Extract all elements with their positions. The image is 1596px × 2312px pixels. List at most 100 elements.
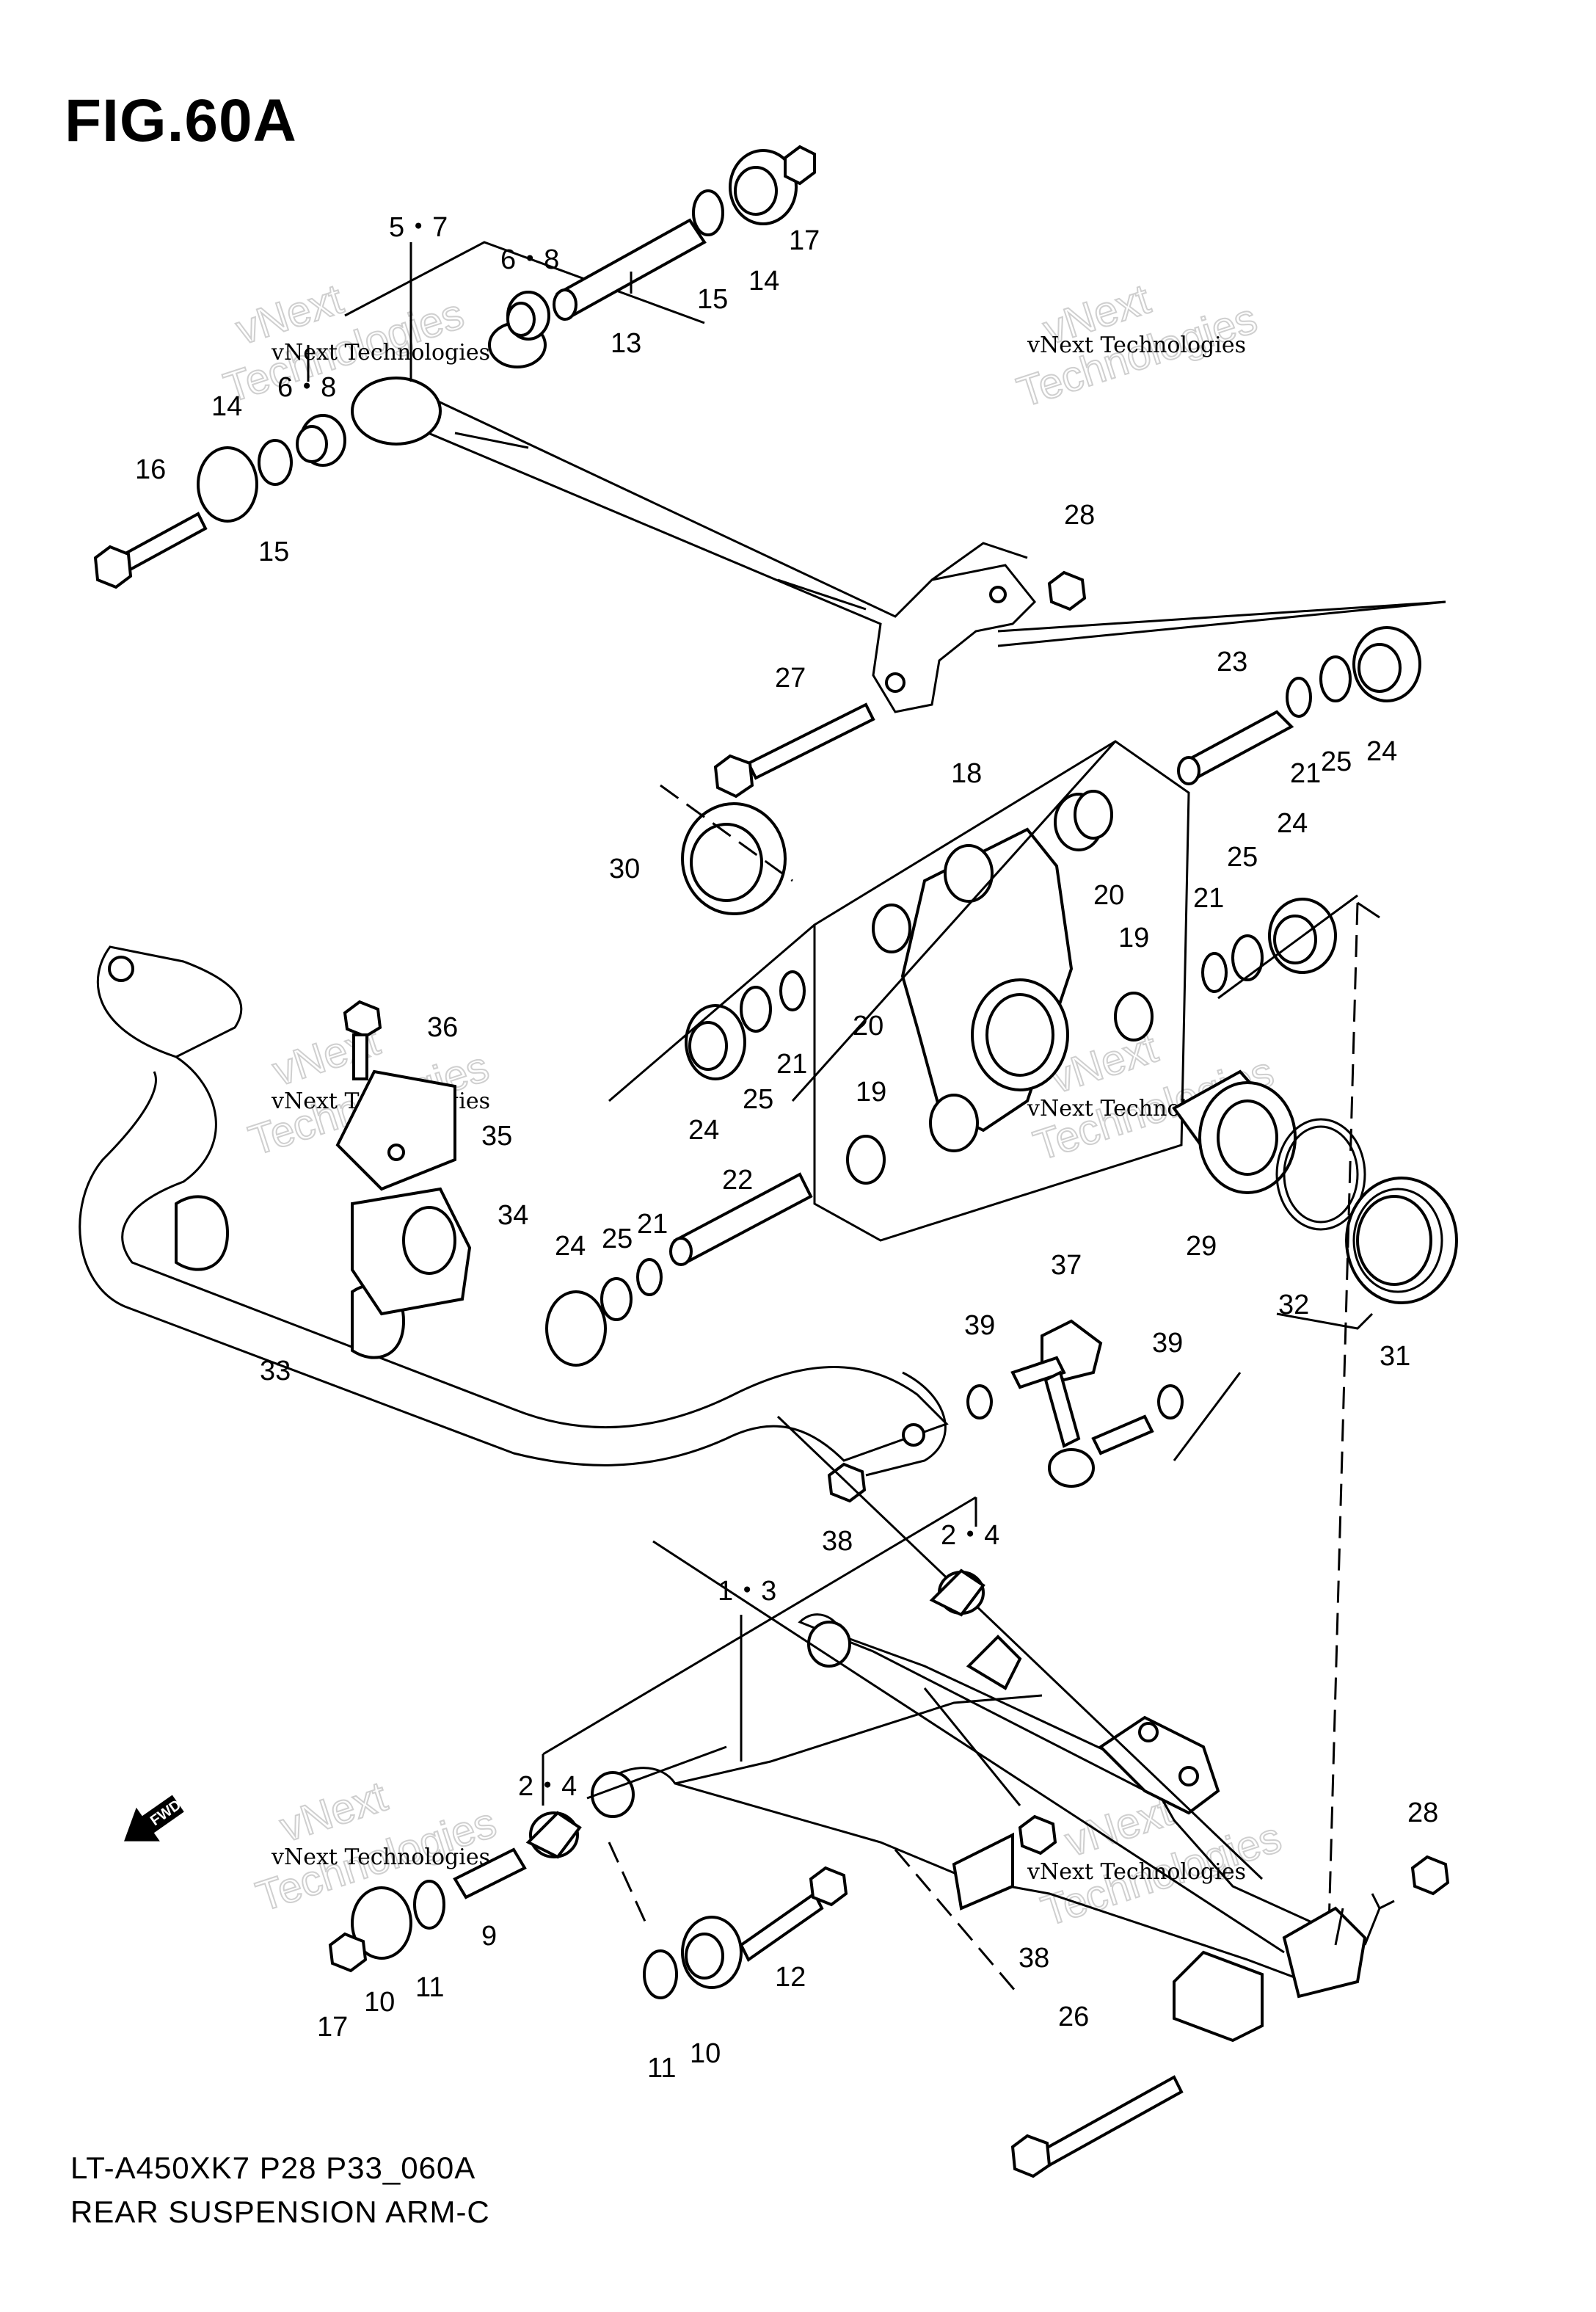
callout-label: 28	[1407, 1797, 1438, 1828]
callout-label: 2・4	[518, 1771, 577, 1802]
callout-label: 9	[481, 1921, 497, 1952]
lower-arm-part	[591, 1613, 1367, 2043]
callout-label: 34	[498, 1200, 528, 1231]
callout-label: 21	[637, 1209, 668, 1240]
callout-label: 15	[697, 284, 728, 315]
oil-seal-30	[681, 802, 787, 915]
callout-label: 29	[1186, 1231, 1217, 1262]
fwd-arrow-icon: FWD	[124, 1795, 184, 1842]
callout-label: 30	[609, 854, 640, 884]
callout-label: 35	[481, 1121, 512, 1152]
watermark-text: vNext Technologies	[271, 340, 490, 366]
bolt-12	[739, 1866, 848, 1962]
callout-label: 38	[822, 1526, 853, 1557]
bolt-27	[713, 702, 875, 799]
nut-28-upper	[1047, 570, 1087, 611]
callout-label: 31	[1380, 1341, 1410, 1372]
callout-label: 39	[1152, 1328, 1183, 1359]
bracket-35	[335, 1069, 456, 1191]
callout-label: 33	[260, 1356, 291, 1386]
callout-label: 21	[1193, 883, 1224, 914]
callout-label: 6・8	[500, 244, 559, 275]
callout-label: 39	[964, 1310, 995, 1341]
callout-label: 1・3	[718, 1576, 776, 1607]
washer-25-lower-left	[600, 1277, 633, 1321]
bearing-29	[1172, 1069, 1297, 1194]
callout-label: 24	[688, 1115, 719, 1146]
callout-label: 28	[1064, 500, 1095, 531]
ring-21-mid-right	[1201, 952, 1228, 993]
callout-label: 21	[1290, 758, 1321, 789]
cap-14-lower	[197, 446, 258, 523]
callout-label: 36	[427, 1012, 458, 1043]
oil-seal-31	[1345, 1177, 1458, 1304]
callout-label: 11	[415, 1972, 444, 2003]
callout-label: 15	[258, 537, 289, 567]
washer-39-right	[1157, 1384, 1184, 1419]
nut-28-lower	[1410, 1855, 1450, 1896]
watermark-text: vNext Technologies	[271, 1844, 490, 1870]
callout-label: 17	[789, 225, 820, 256]
bolt-26	[1010, 2075, 1184, 2178]
cap-24-upper-right	[1352, 626, 1421, 702]
callout-label: 10	[690, 2038, 721, 2069]
washer-11-lower	[643, 1949, 678, 1999]
callout-label: 20	[853, 1011, 883, 1042]
callout-label: 26	[1058, 2002, 1089, 2032]
bushing-2-4-lower	[525, 1811, 582, 1859]
callout-label: 18	[951, 758, 982, 789]
circlip-32	[1275, 1118, 1366, 1231]
nut-17-upper	[784, 145, 816, 186]
callout-label: 32	[1278, 1290, 1309, 1320]
bushing-2-4-upper	[929, 1568, 985, 1617]
washer-25-mid-right	[1231, 934, 1264, 981]
callout-label: 17	[317, 2012, 348, 2043]
footer-name: REAR SUSPENSION ARM-C	[70, 2195, 490, 2229]
callout-label: 25	[1321, 746, 1352, 777]
bushing-6-8-lower	[296, 414, 346, 467]
bolt-36	[343, 1000, 382, 1080]
pipe-9	[453, 1847, 527, 1900]
ring-21-lower-left	[636, 1258, 663, 1296]
callout-label: 2・4	[941, 1520, 999, 1551]
watermark-text: vNext Technologies	[1027, 1859, 1246, 1885]
cap-14-upper	[729, 149, 798, 225]
cap-24-lower-left	[545, 1290, 607, 1367]
cap-10-lower	[681, 1916, 743, 1989]
washer-25-mid-left	[740, 986, 772, 1033]
callout-label: 24	[1277, 808, 1308, 839]
callout-label: 38	[1019, 1943, 1049, 1974]
cap-24-mid-left	[685, 1004, 746, 1080]
upper-arm-part	[351, 321, 1037, 713]
collar-pipe-13	[553, 218, 707, 321]
nut-38-right	[1018, 1814, 1057, 1855]
callout-label: 24	[555, 1231, 586, 1262]
callout-label: 11	[647, 2053, 676, 2084]
callout-label: 37	[1051, 1250, 1082, 1281]
callout-label: 25	[1227, 842, 1258, 873]
link-rod-37	[1010, 1319, 1154, 1488]
stabilizer-bar-33	[79, 945, 949, 1477]
alignment-dashed-line	[660, 784, 793, 882]
bracket-upper-arm	[966, 1635, 1022, 1690]
callout-label: 23	[1217, 647, 1247, 677]
figure-title: FIG.60A	[65, 87, 297, 154]
callout-label: 20	[1093, 880, 1124, 911]
callout-label: 6・8	[277, 372, 336, 403]
callout-label: 5・7	[389, 212, 448, 243]
nut-17-lower	[328, 1932, 368, 1973]
bushing-20-upper	[1074, 790, 1113, 840]
washer-25-upper-right	[1319, 655, 1352, 702]
callout-labels: 5・7 6・8 6・8 13 15 14 17 14 16 15 28 27 2…	[135, 212, 1438, 2084]
ring-21-upper-right	[1286, 677, 1312, 718]
callout-label: 25	[602, 1224, 633, 1254]
callout-label: 25	[743, 1084, 773, 1115]
alignment-dashed-line	[1327, 902, 1359, 1953]
callout-label: 16	[135, 454, 166, 485]
bolt-16	[93, 512, 208, 589]
callout-label: 24	[1366, 736, 1397, 767]
bushing-34	[351, 1187, 472, 1316]
washer-11-left	[413, 1880, 445, 1930]
knuckle-assembly-18	[813, 740, 1190, 1242]
